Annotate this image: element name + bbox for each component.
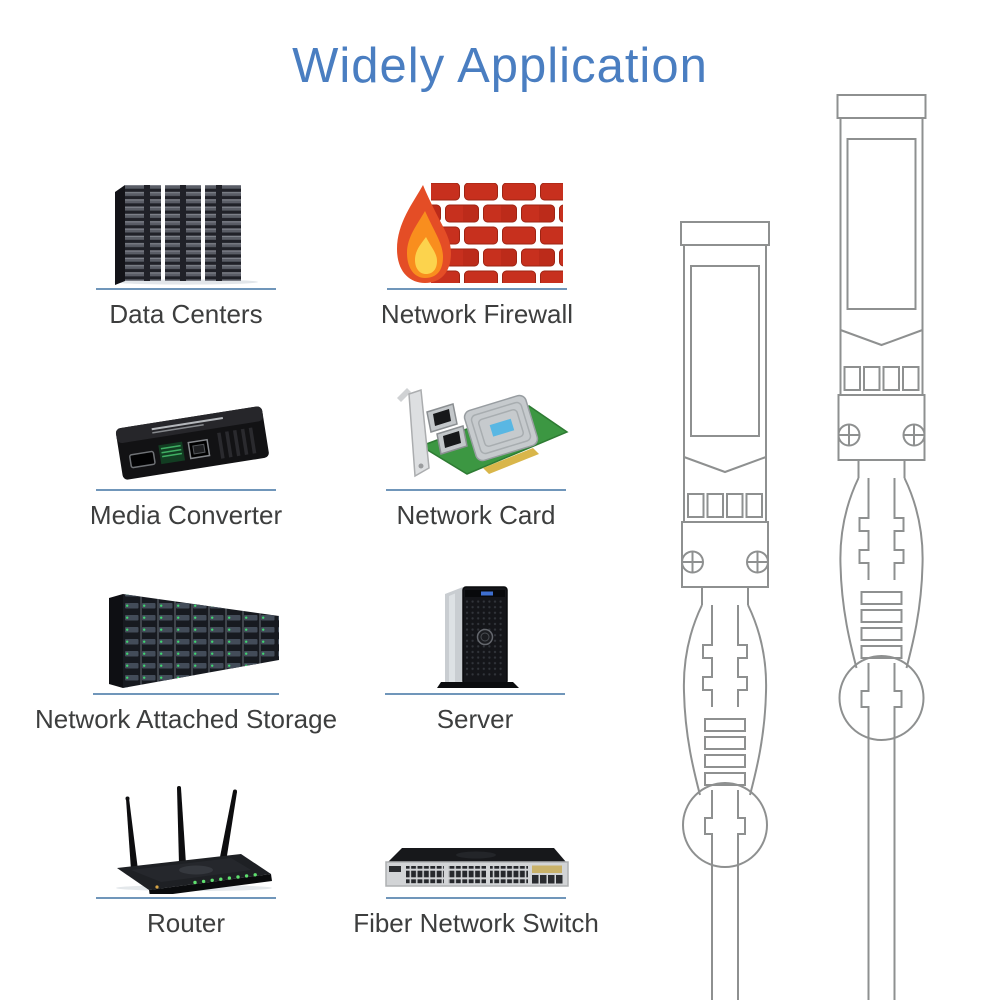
divider [385,693,565,695]
app-item-server: Server [384,582,566,735]
media-converter-icon [115,406,269,480]
app-label: Fiber Network Switch [353,908,599,938]
divider [96,897,276,899]
dac-connector-left [680,221,770,1000]
app-item-fiber-network-switch: Fiber Network Switch [353,778,599,939]
network-attached-storage-icon [108,594,279,688]
app-label: Router [146,908,226,938]
divider [387,288,567,290]
network-card-icon [397,388,569,478]
divider [93,693,279,695]
data-centers-icon [114,185,258,285]
app-label: Server [436,704,514,734]
app-label: Media Converter [89,500,283,530]
app-label: Network Firewall [380,299,574,329]
app-item-router: Router [92,778,280,939]
app-label: Data Centers [109,299,263,329]
fiber-network-switch-icon [385,848,569,887]
app-label: Network Attached Storage [34,704,338,734]
dac-connector-right [836,94,927,1000]
divider [386,897,566,899]
app-item-network-firewall: Network Firewall [380,181,574,330]
divider [96,288,276,290]
router-icon [116,786,272,894]
app-item-data-centers: Data Centers [93,183,279,330]
network-firewall-icon [397,183,563,283]
app-item-network-card: Network Card [381,386,571,531]
divider [386,489,566,491]
app-item-network-attached-storage: Network Attached Storage [35,588,337,735]
dac-connector-line-drawing [680,94,927,1000]
divider [96,489,276,491]
app-item-media-converter: Media Converter [89,386,283,531]
server-icon [437,586,519,688]
app-label: Network Card [396,500,556,530]
page-title: Widely Application [292,39,708,93]
